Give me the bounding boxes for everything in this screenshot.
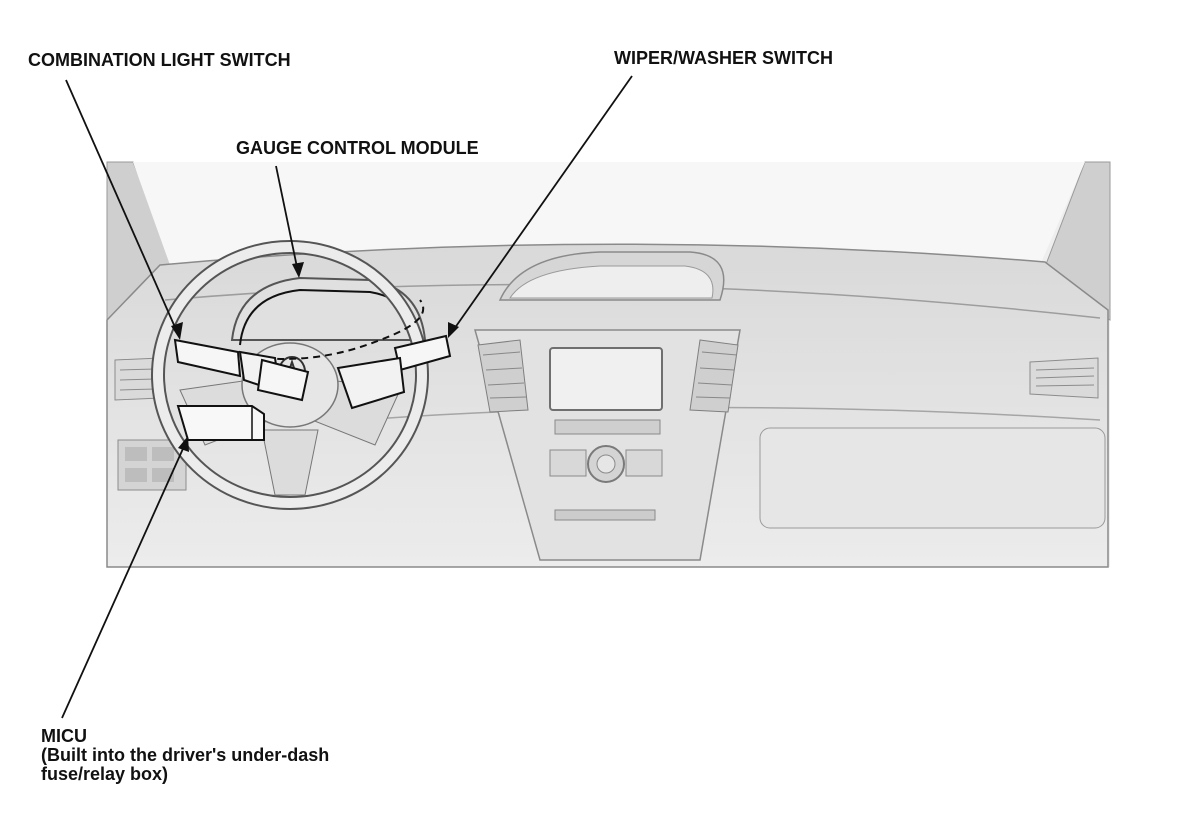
micu-label: MICU (Built into the driver's under-dash…: [41, 727, 329, 784]
leader-wiper-washer-switch: [451, 75, 633, 333]
arrowheads: [171, 262, 459, 452]
wiper-washer-switch-label: WIPER/WASHER SWITCH: [614, 48, 833, 68]
leader-lines: [61, 75, 633, 719]
center-console: [474, 251, 741, 561]
leader-combination-light-switch: [65, 79, 179, 335]
arrowhead-wiper-washer-switch: [448, 322, 459, 338]
combination-light-switch-part: [173, 338, 310, 402]
wiper-washer-switch-part: [336, 334, 452, 410]
leader-gauge-control-module: [275, 165, 299, 273]
center-display-screen: [549, 347, 663, 411]
center-left-vent: [477, 339, 529, 413]
micu-note-line2: fuse/relay box): [41, 764, 169, 784]
right-air-vent: [1029, 357, 1099, 399]
leader-micu: [61, 441, 187, 719]
arrowhead-combination-light-switch: [171, 322, 183, 340]
arrowhead-gauge-control-module: [292, 262, 304, 278]
micu-fuse-box-part: [176, 405, 265, 441]
arrowhead-micu: [178, 436, 189, 452]
gauge-control-module-label: GAUGE CONTROL MODULE: [236, 138, 479, 158]
micu-note-line1: (Built into the driver's under-dash: [41, 745, 330, 765]
center-right-vent: [689, 339, 739, 413]
micu-title: MICU: [41, 726, 87, 746]
combination-light-switch-label: COMBINATION LIGHT SWITCH: [28, 50, 291, 70]
